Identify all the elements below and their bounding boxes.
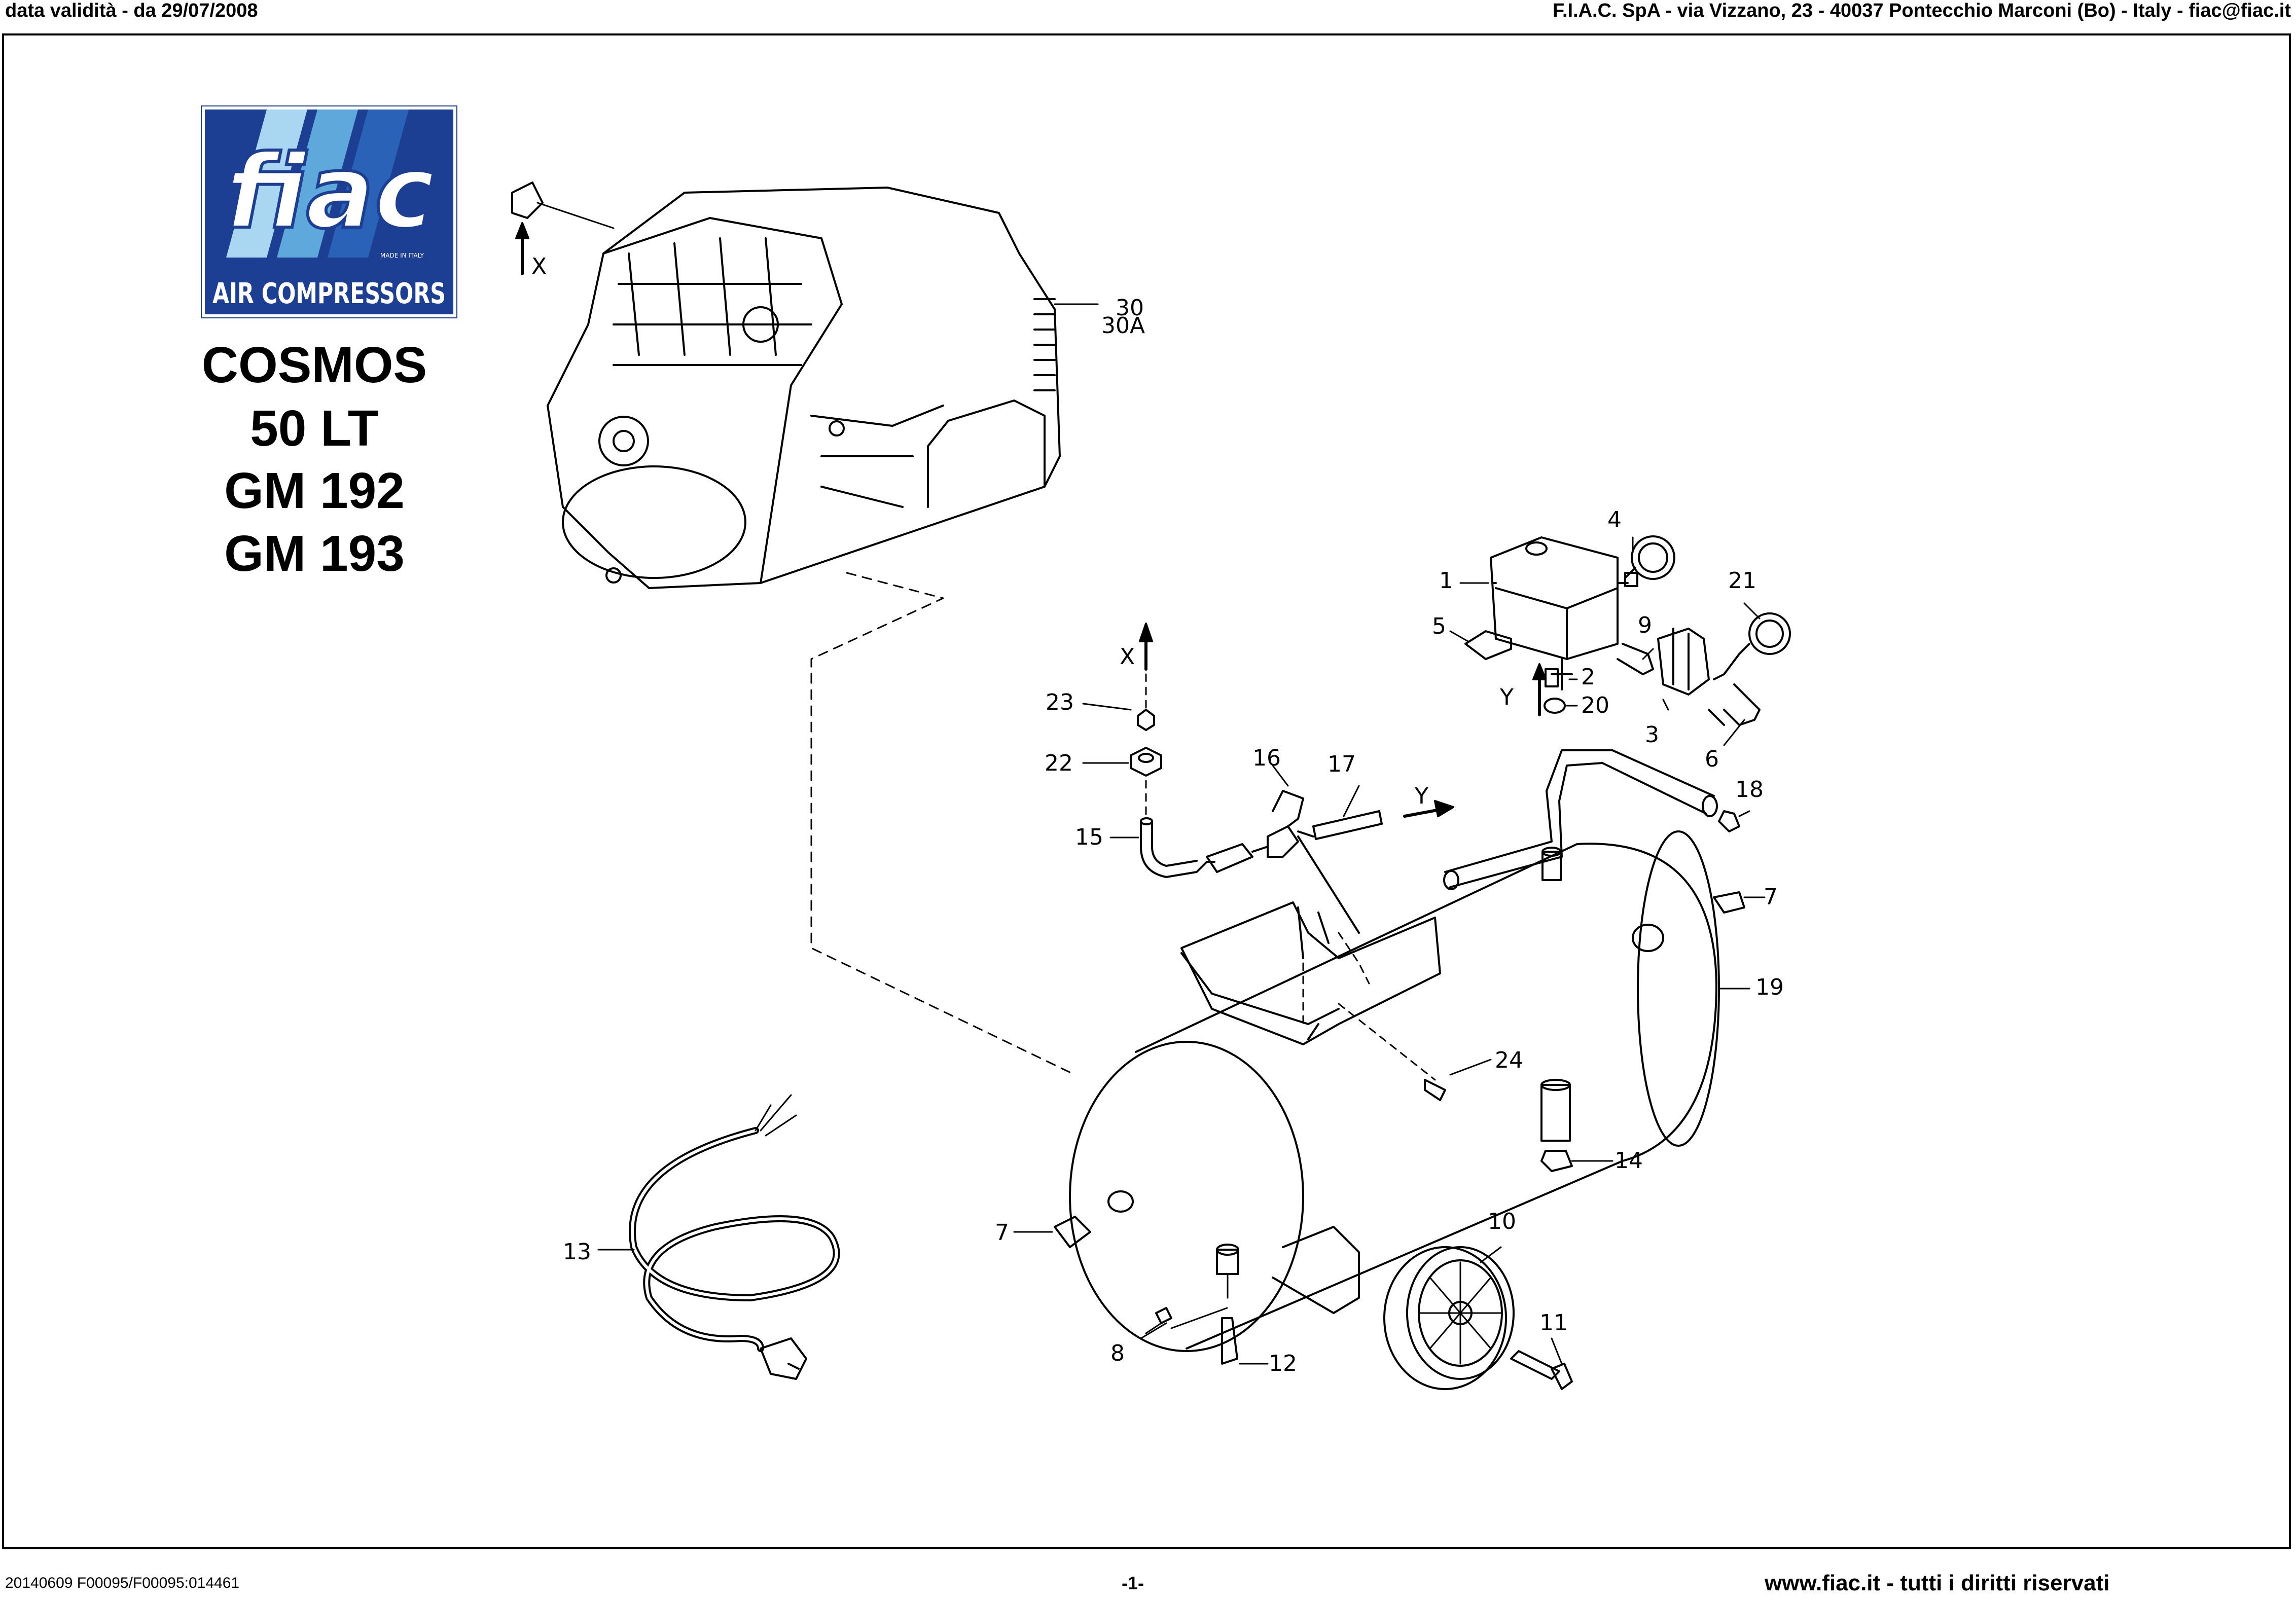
callout-20: 20 [1581, 693, 1609, 718]
drawing-frame [2, 33, 2291, 1549]
foot-and-drain [1140, 1079, 1613, 1365]
callout-7-left: 7 [995, 1220, 1009, 1246]
callout-1: 1 [1439, 568, 1453, 594]
leader-9 [1642, 648, 1654, 660]
motor-pump-unit [547, 187, 1099, 589]
validity-date: data validità - da 29/07/2008 [5, 0, 258, 21]
leader-24 [1449, 1059, 1492, 1076]
callout-19: 19 [1755, 974, 1784, 1000]
callout-13: 13 [563, 1239, 591, 1265]
label-x-lower: X [1120, 644, 1135, 670]
dashed-link [810, 572, 1076, 1076]
power-cord [597, 1094, 840, 1380]
logo-brand: fiac [226, 133, 435, 251]
air-tank [1013, 749, 1766, 1352]
callout-7-right: 7 [1764, 884, 1778, 910]
callout-24: 24 [1495, 1047, 1523, 1073]
callout-3: 3 [1645, 722, 1659, 748]
logo-made-in: MADE IN ITALY [380, 252, 424, 259]
leader-6 [1723, 719, 1745, 746]
callout-18: 18 [1735, 777, 1764, 803]
fiac-logo: fiac MADE IN ITALY AIR COMPRESSORS [201, 105, 457, 318]
leader-11 [1551, 1337, 1563, 1365]
page-number: -1- [1122, 1573, 1144, 1593]
callout-10: 10 [1488, 1209, 1516, 1234]
callout-2: 2 [1581, 664, 1595, 690]
label-y-upper: Y [1499, 684, 1514, 710]
label-y-right: Y [1414, 783, 1428, 809]
pressure-switch-group [1449, 535, 1791, 746]
callout-30: 30 [1116, 295, 1144, 321]
leader-10 [1480, 1246, 1502, 1263]
leader-18 [1738, 810, 1750, 817]
callout-16: 16 [1252, 745, 1281, 771]
model-code-gm193: GM 193 [224, 525, 405, 582]
leader-8 [1145, 1322, 1162, 1334]
leader-21 [1743, 602, 1761, 620]
website-rights: www.fiac.it - tutti i diritti riservati [1765, 1571, 2110, 1595]
callout-30a: 30A [1101, 313, 1145, 339]
callout-6: 6 [1705, 746, 1719, 772]
model-name: COSMOS [201, 337, 427, 393]
callout-14: 14 [1615, 1148, 1643, 1174]
callout-8: 8 [1110, 1340, 1125, 1366]
callout-9: 9 [1638, 612, 1652, 638]
callout-12: 12 [1269, 1351, 1297, 1376]
leader-5 [1449, 630, 1469, 642]
company-address: F.I.A.C. SpA - via Vizzano, 23 - 40037 P… [1552, 0, 2291, 21]
model-capacity: 50 LT [250, 400, 379, 457]
fitting-column [1082, 623, 1454, 934]
logo-stripe-dark [328, 110, 409, 258]
leader-17 [1343, 785, 1360, 817]
leader-23 [1082, 703, 1132, 711]
leader-16 [1272, 764, 1289, 787]
callout-11: 11 [1539, 1310, 1568, 1336]
model-code-gm192: GM 192 [224, 462, 405, 519]
leader-3 [1662, 699, 1669, 711]
callout-15: 15 [1075, 824, 1103, 850]
callout-4: 4 [1607, 507, 1622, 533]
callout-17: 17 [1328, 751, 1356, 777]
callout-21: 21 [1728, 568, 1756, 594]
callout-23: 23 [1046, 689, 1074, 715]
elbow-fitting [511, 181, 615, 275]
label-x-upper: X [531, 253, 547, 279]
logo-stripe-mid [277, 110, 358, 258]
wheel-assembly [1383, 1246, 1573, 1390]
logo-tagline: AIR COMPRESSORS [212, 277, 446, 310]
logo-stripe-light [226, 110, 307, 258]
document-code: 20140609 F00095/F00095:014461 [5, 1575, 240, 1591]
callout-5: 5 [1432, 613, 1446, 639]
callout-22: 22 [1045, 750, 1073, 776]
base-bracket [1180, 901, 1492, 1314]
